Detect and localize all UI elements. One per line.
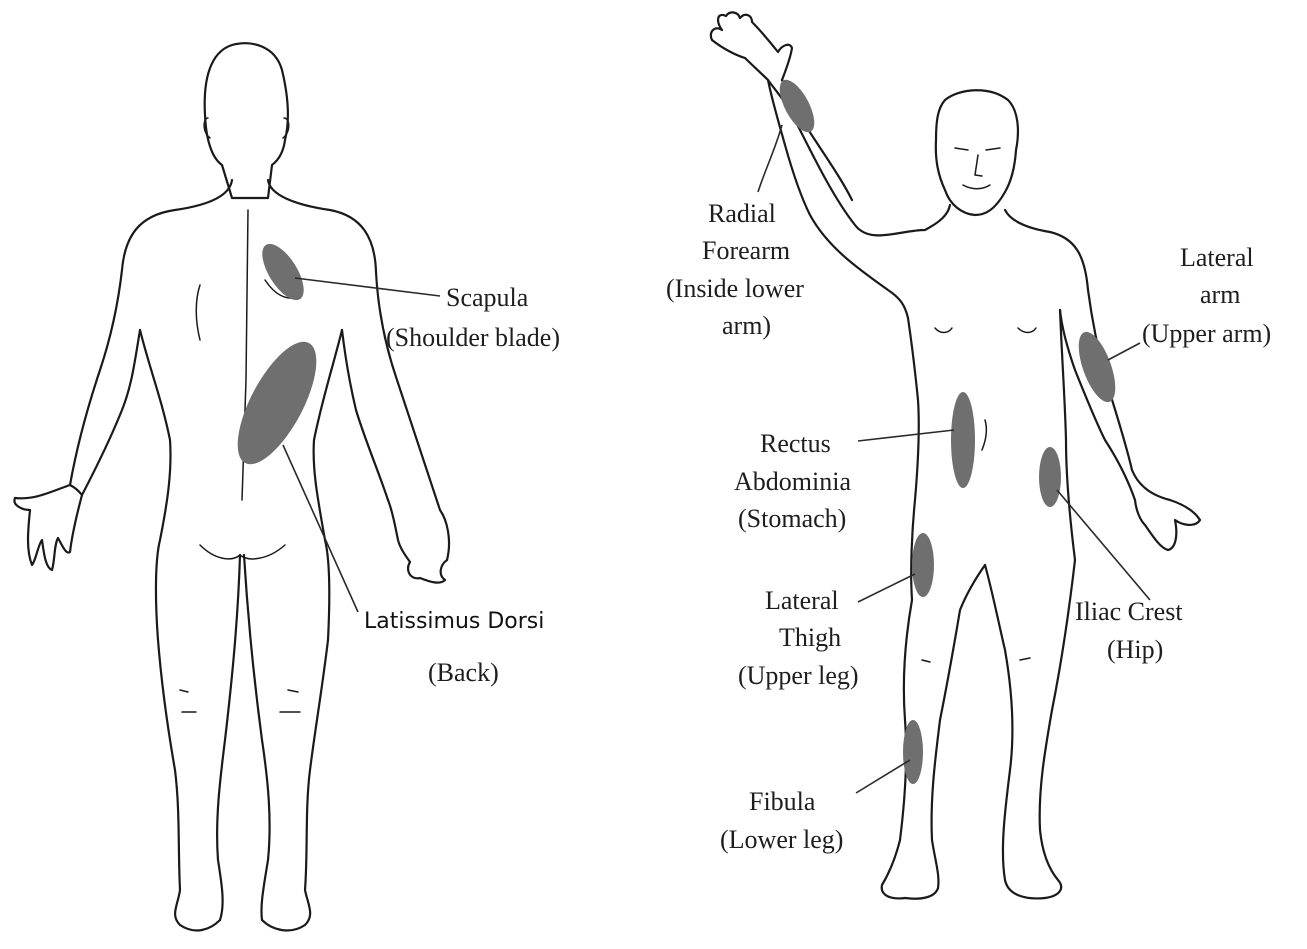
back-head (205, 43, 288, 198)
label-lateral-thigh-2: Thigh (779, 623, 841, 652)
leader-radial-forearm (758, 125, 782, 192)
leader-fibula (856, 760, 910, 793)
leader-latissimus (283, 445, 358, 612)
label-fibula-2: (Lower leg) (720, 825, 843, 854)
injection-site-fibula (903, 720, 923, 784)
front-right-leg (985, 565, 1045, 898)
label-latissimus-1: Latissimus Dorsi (364, 609, 544, 634)
label-lateral-arm-3: (Upper arm) (1142, 319, 1271, 348)
back-right-hand (388, 500, 447, 583)
label-lateral-thigh-1: Lateral (765, 586, 839, 615)
label-scapula-1: Scapula (446, 283, 529, 312)
injection-site-rectus (951, 392, 975, 488)
label-fibula-1: Fibula (749, 787, 816, 816)
label-iliac-1: Iliac Crest (1075, 597, 1183, 626)
leader-rectus (858, 430, 954, 441)
label-iliac-2: (Hip) (1107, 635, 1163, 664)
label-radial-forearm-3: (Inside lower (666, 274, 804, 303)
injection-site-latissimus (222, 331, 332, 475)
label-radial-forearm-1: Radial (708, 199, 776, 228)
front-head (936, 90, 1018, 215)
back-right-leg (262, 640, 328, 930)
label-lateral-arm-1: Lateral (1180, 243, 1254, 272)
label-rectus-1: Rectus (760, 429, 831, 458)
label-radial-forearm-4: arm) (722, 311, 771, 340)
leader-lateral-thigh (858, 574, 915, 602)
leader-lateral-arm (1108, 343, 1140, 360)
injection-site-lateral-thigh (912, 533, 934, 597)
label-lateral-thigh-3: (Upper leg) (738, 661, 859, 690)
label-rectus-2: Abdominia (734, 467, 851, 496)
injection-site-lateral-arm (1071, 327, 1123, 406)
label-radial-forearm-2: Forearm (702, 236, 790, 265)
back-left-leg (158, 640, 220, 930)
label-lateral-arm-2: arm (1200, 280, 1240, 309)
label-latissimus-2: (Back) (428, 658, 499, 687)
injection-site-iliac (1039, 447, 1061, 507)
back-view-figure (14, 43, 449, 930)
label-rectus-3: (Stomach) (738, 504, 846, 533)
leader-scapula (295, 278, 440, 296)
label-scapula-2: (Shoulder blade) (386, 323, 560, 352)
